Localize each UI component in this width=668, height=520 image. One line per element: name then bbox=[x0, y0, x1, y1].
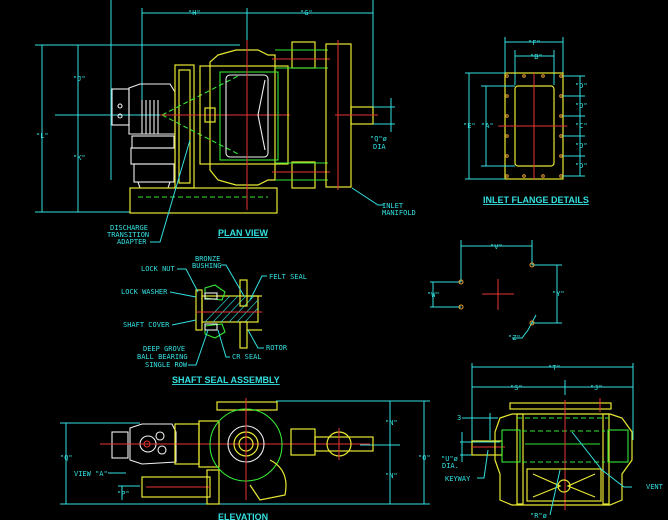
dim-j: "J" bbox=[73, 75, 86, 83]
label-cr-seal: CR SEAL bbox=[232, 353, 262, 361]
dim-p: "P" bbox=[117, 490, 130, 498]
dim-c: "C" bbox=[575, 122, 588, 130]
dim-d1: "D" bbox=[575, 82, 588, 90]
dim-e: "E" bbox=[463, 122, 476, 130]
label-vent: VENT bbox=[646, 483, 664, 491]
dim-f: "F" bbox=[528, 39, 541, 47]
label-keyway: KEYWAY bbox=[445, 475, 471, 483]
label-shaft-cover: SHAFT COVER bbox=[123, 321, 170, 329]
dim-d4: "D" bbox=[575, 162, 588, 170]
label-bushing: BUSHING bbox=[192, 262, 222, 270]
shaft-hatch bbox=[204, 295, 259, 323]
label-felt-seal: FELT SEAL bbox=[269, 273, 307, 281]
shaft-seal-assembly: LOCK NUT LOCK WASHER SHAFT COVER DEEP GR… bbox=[121, 255, 307, 385]
label-transition: TRANSITION bbox=[107, 231, 149, 239]
dim-g: "G" bbox=[300, 9, 313, 17]
inlet-manifold bbox=[272, 40, 378, 190]
dim-k: "K" bbox=[73, 154, 86, 162]
label-ball-bearing: BALL BEARING bbox=[137, 353, 188, 361]
label-single-row: SINGLE ROW bbox=[145, 361, 188, 369]
label-adapter: ADAPTER bbox=[117, 238, 147, 246]
dim-n-bottom: "N" bbox=[385, 472, 398, 480]
label-inlet: INLET bbox=[382, 202, 404, 210]
label-manifold: MANIFOLD bbox=[382, 209, 416, 217]
plan-view-title: PLAN VIEW bbox=[218, 228, 269, 238]
elevation-view: "Q" "N" "N" "O" VIEW "A" "P" bbox=[60, 398, 431, 520]
dim-s: "S" bbox=[510, 384, 523, 392]
elevation-title: ELEVATION bbox=[218, 512, 268, 520]
bolt-pattern: "V" "W" "Y" "Z" bbox=[427, 240, 565, 342]
dim-l: "L" bbox=[36, 132, 49, 140]
label-bronze: BRONZE bbox=[195, 255, 220, 263]
dim-q-elev: "Q" bbox=[60, 454, 73, 462]
view-a: "T" "S" "J" 3 "U"ø DIA. KEYWAY VEN bbox=[441, 363, 664, 520]
dim-u-dia: DIA. bbox=[442, 462, 459, 470]
label-rotor: ROTOR bbox=[266, 344, 288, 352]
dim-r: "R"ø bbox=[530, 512, 548, 520]
inlet-flange-details: "F" "B" "E" "A" bbox=[463, 37, 589, 205]
plan-view: "H" "G" "L" "J" "K" bbox=[35, 0, 416, 246]
inlet-flange-title: INLET FLANGE DETAILS bbox=[483, 195, 589, 205]
dim-d3: "D" bbox=[575, 142, 588, 150]
dim-b: "B" bbox=[530, 53, 543, 61]
dim-h: "H" bbox=[188, 9, 201, 17]
dim-n-top: "N" bbox=[385, 419, 398, 427]
dim-y: "Y" bbox=[552, 290, 565, 298]
label-lock-washer: LOCK WASHER bbox=[121, 288, 168, 296]
dim-j-view-a: "J" bbox=[590, 384, 603, 392]
dim-u: "U"ø bbox=[441, 455, 459, 463]
shaft-seal-title: SHAFT SEAL ASSEMBLY bbox=[172, 375, 280, 385]
dim-3: 3 bbox=[457, 414, 461, 422]
rotor-housing bbox=[199, 49, 289, 186]
label-discharge: DISCHARGE bbox=[110, 224, 148, 232]
dim-z: "Z" bbox=[508, 334, 521, 342]
dim-t: "T" bbox=[548, 364, 561, 372]
label-deep-grove: DEEP GROVE bbox=[143, 345, 185, 353]
flange-bolt-holes bbox=[505, 74, 563, 178]
dim-a: "A" bbox=[481, 122, 494, 130]
label-lock-nut: LOCK NUT bbox=[141, 265, 176, 273]
label-view-a: VIEW "A" bbox=[74, 470, 108, 478]
dim-v: "V" bbox=[490, 243, 503, 251]
dim-d2: "D" bbox=[575, 102, 588, 110]
motor bbox=[111, 83, 176, 189]
dim-q-dia: DIA bbox=[373, 143, 386, 151]
dim-o: "O" bbox=[418, 454, 431, 462]
dim-w: "W" bbox=[427, 291, 440, 299]
dim-q: "Q"ø bbox=[370, 135, 388, 143]
